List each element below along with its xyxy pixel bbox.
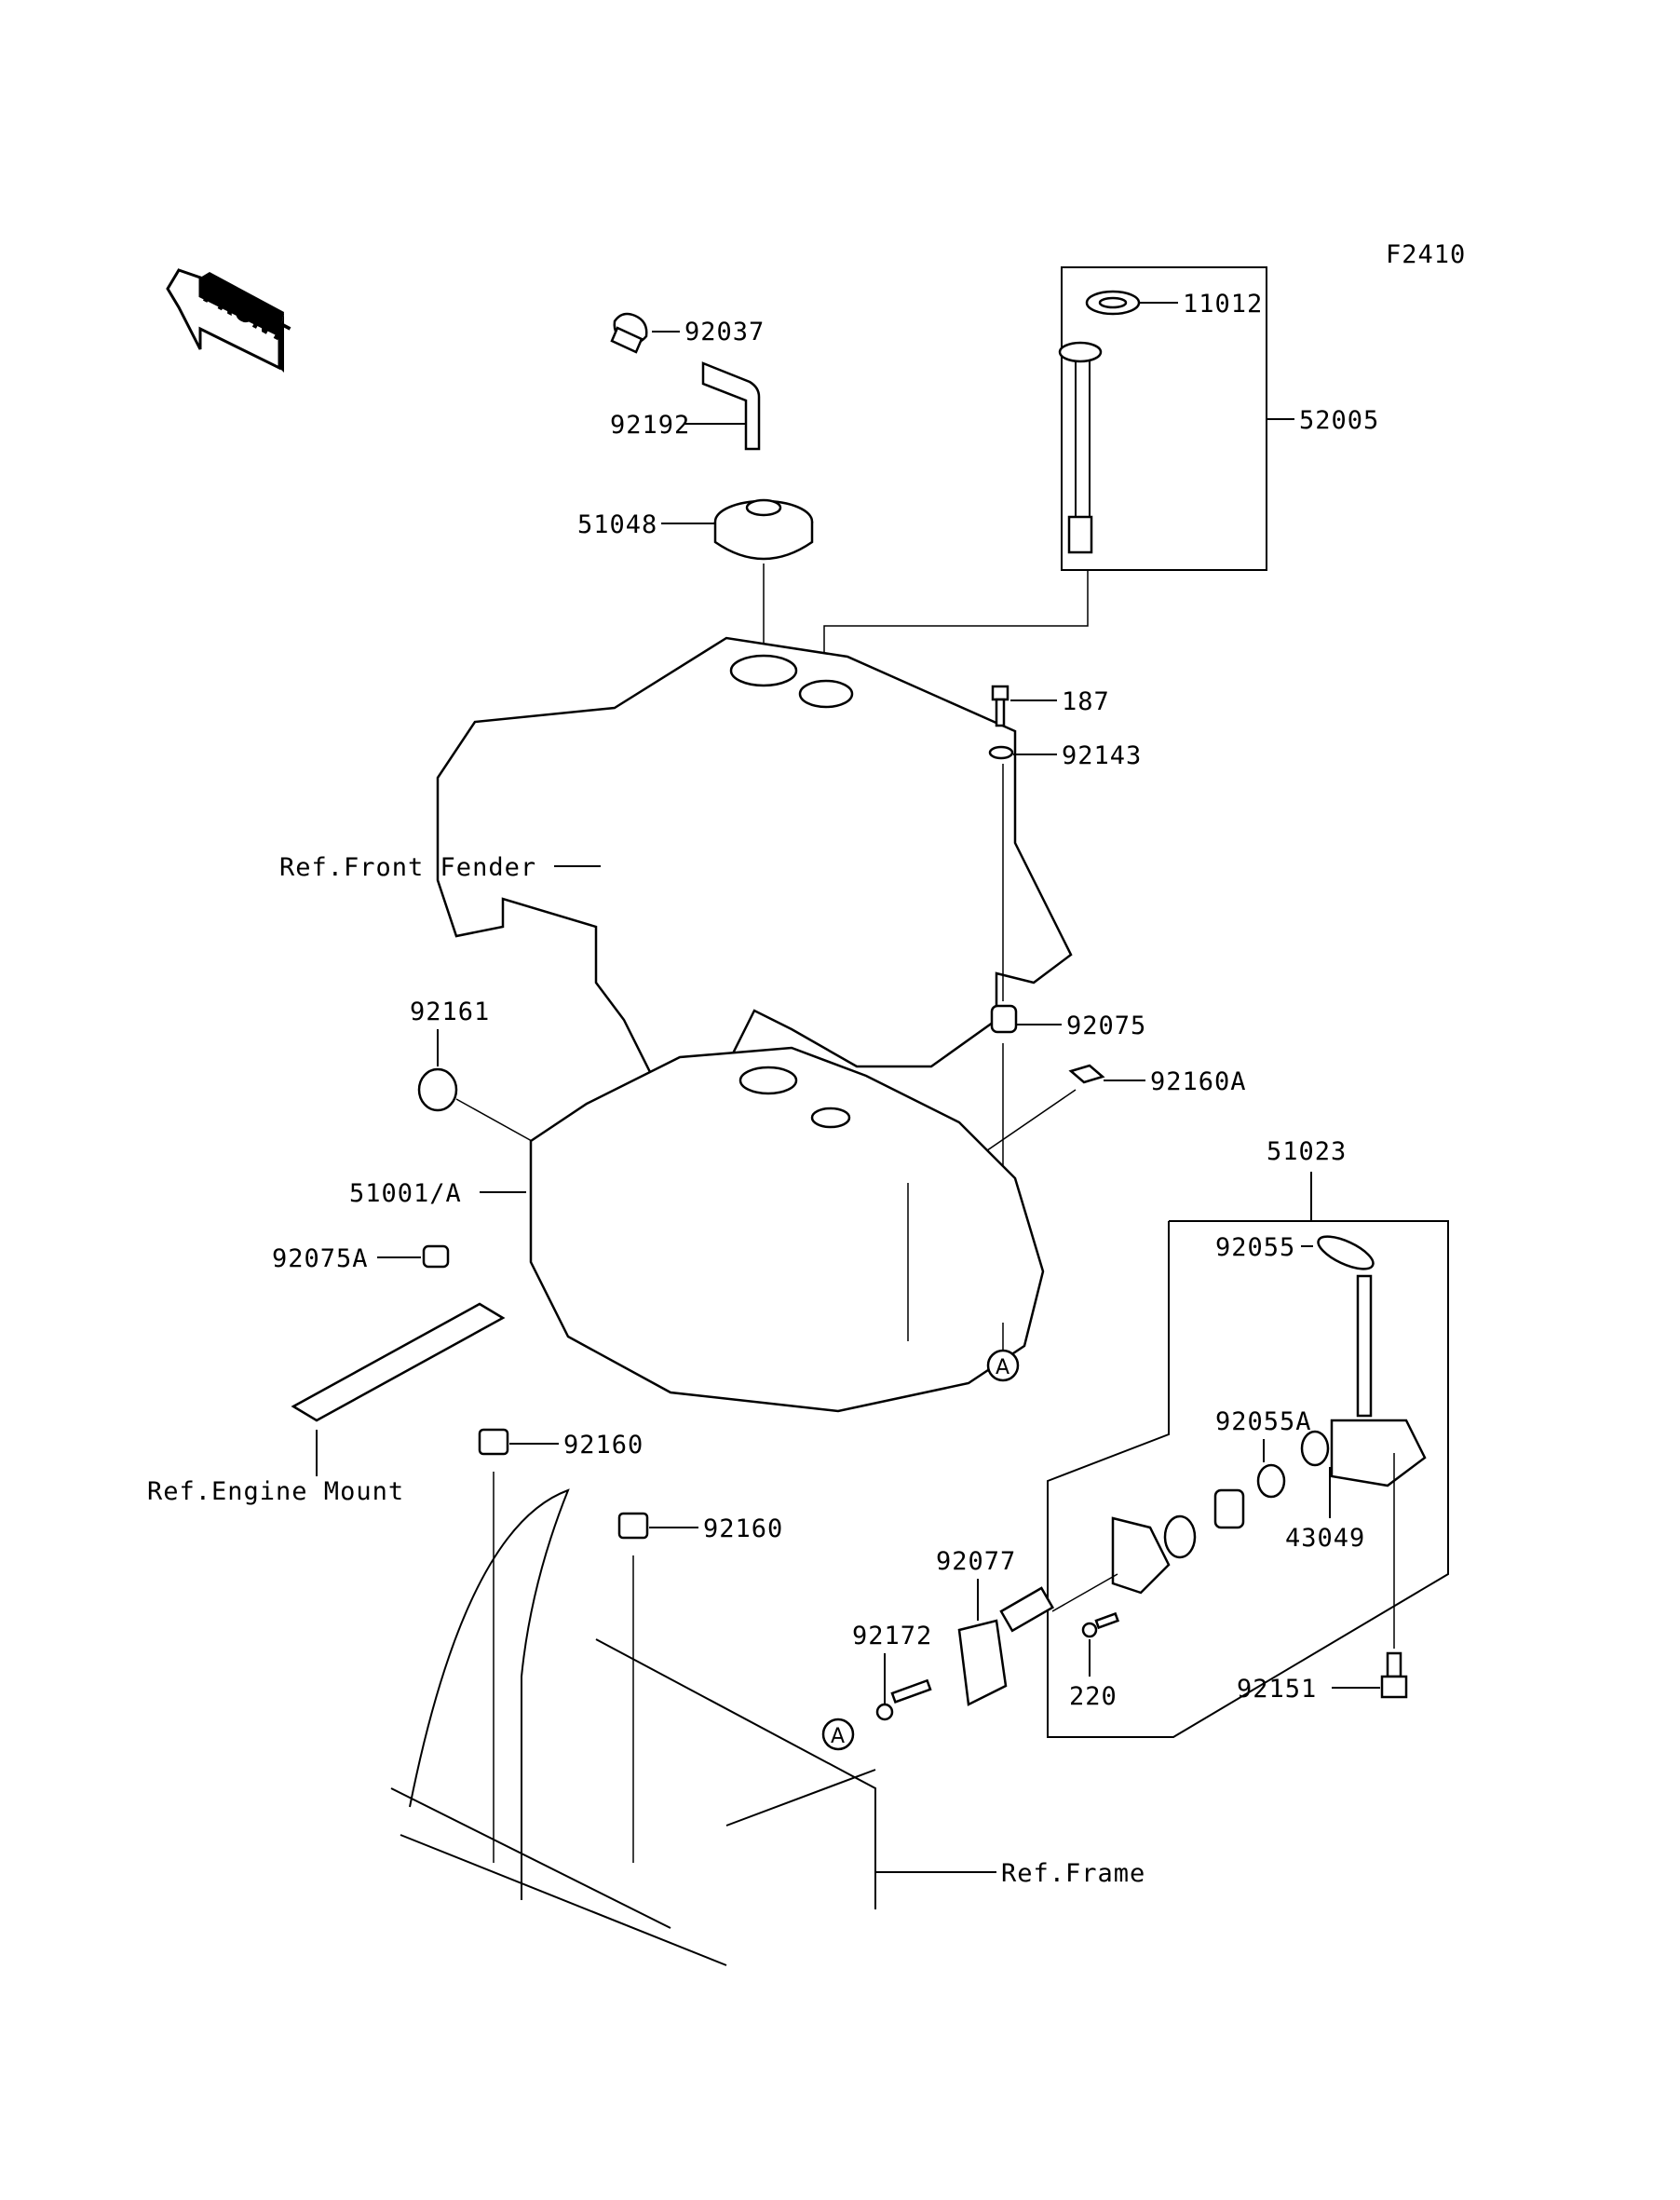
part-92160a[interactable]: 92160A xyxy=(912,1064,1247,1202)
label-92160-lower: 92160 xyxy=(703,1514,783,1543)
ref-engine-mount: Ref.Engine Mount xyxy=(147,1302,506,1506)
label-92075a: 92075A xyxy=(272,1244,369,1273)
label-43049: 43049 xyxy=(1285,1524,1365,1553)
part-92151[interactable]: 92151 xyxy=(1237,1453,1408,1704)
label-92075: 92075 xyxy=(1066,1012,1146,1040)
figure-code: F2410 xyxy=(1386,240,1466,269)
label-92161: 92161 xyxy=(410,998,490,1026)
label-92143: 92143 xyxy=(1062,741,1142,770)
marker-a-label: A xyxy=(996,1356,1009,1379)
part-220[interactable]: 220 xyxy=(1069,1611,1120,1711)
label-92151: 92151 xyxy=(1237,1675,1317,1704)
part-92143[interactable]: 92143 xyxy=(988,741,1142,1001)
part-92172[interactable]: 92172 xyxy=(852,1622,932,1721)
label-92160-upper: 92160 xyxy=(563,1431,644,1460)
label-92160a: 92160A xyxy=(1150,1067,1247,1096)
label-187: 187 xyxy=(1062,687,1110,716)
ref-frame: Ref.Frame A xyxy=(390,1488,1145,1966)
label-11012: 11012 xyxy=(1183,290,1263,319)
label-ref-frame: Ref.Frame xyxy=(1001,1859,1145,1888)
label-92077: 92077 xyxy=(936,1547,1016,1576)
part-92192[interactable]: 92192 xyxy=(610,326,761,451)
label-92037: 92037 xyxy=(684,318,765,346)
part-92075a[interactable]: 92075A xyxy=(272,1244,450,1273)
label-220: 220 xyxy=(1069,1682,1118,1711)
part-51048[interactable]: 51048 xyxy=(577,498,814,652)
front-arrow-icon: FRONT xyxy=(166,268,293,373)
label-52005: 52005 xyxy=(1299,406,1379,435)
label-92055: 92055 xyxy=(1215,1233,1295,1262)
part-92160-lower[interactable]: 92160 xyxy=(617,1512,783,1863)
label-51001a: 51001/A xyxy=(349,1179,462,1208)
part-51023-fuel-cock-assembly[interactable]: 51023 92055 92055A 43049 xyxy=(1047,1137,1449,1738)
part-92077[interactable]: 92077 xyxy=(936,1547,1118,1706)
label-92055a: 92055A xyxy=(1215,1407,1312,1436)
marker-a-frame: A xyxy=(831,1725,845,1748)
label-92192: 92192 xyxy=(610,411,690,440)
part-51001a-fuel-tank[interactable]: 51001/A xyxy=(349,1046,1045,1413)
label-ref-front-fender: Ref.Front Fender xyxy=(279,853,536,882)
ref-front-fender: Ref.Front Fender xyxy=(279,636,1073,1087)
part-92161[interactable]: 92161 xyxy=(410,998,541,1147)
label-ref-engine-mount: Ref.Engine Mount xyxy=(147,1477,404,1506)
label-51023: 51023 xyxy=(1267,1137,1347,1166)
label-51048: 51048 xyxy=(577,510,657,539)
part-187[interactable]: 187 xyxy=(991,685,1110,727)
label-92172: 92172 xyxy=(852,1622,932,1650)
marker-a-tank: A xyxy=(986,1323,1020,1382)
part-92160-upper[interactable]: 92160 xyxy=(478,1428,644,1863)
part-52005-assembly[interactable]: 52005 11012 xyxy=(823,266,1379,694)
